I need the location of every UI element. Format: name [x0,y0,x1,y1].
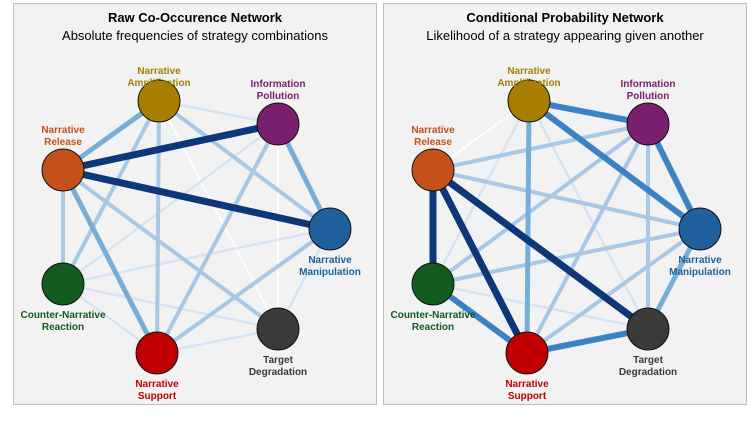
node-support [135,331,179,375]
panel-subtitle: Likelihood of a strategy appearing given… [426,28,704,43]
edge-manipulation-support [525,227,702,355]
node-manipulation [678,207,722,251]
edge-release-pollution [432,122,649,172]
panel-subtitle: Absolute frequencies of strategy combina… [62,28,328,43]
edge-release-manipulation [432,168,701,231]
edge-amplification-support [155,100,161,354]
node-counter [411,262,455,306]
panel-title: Conditional Probability Network [466,10,664,25]
raw-cooccurrence-panel: Raw Co-Occurence Network Absolute freque… [13,3,377,405]
edge-amplification-support [524,100,532,354]
edge-release-degradation [61,168,280,331]
edge-amplification-manipulation [527,98,702,232]
node-amplification [507,79,551,123]
conditional-probability-panel: Conditional Probability Network Likeliho… [383,3,747,405]
node-degradation [256,307,300,351]
edge-manipulation-support [155,227,332,355]
edge-release-support [429,168,531,355]
edge-counter-degradation [62,282,279,331]
edge-manipulation-counter [432,227,701,286]
edge-pollution-support [155,123,280,354]
edge-pollution-support [525,123,650,354]
edge-amplification-degradation [158,100,279,330]
edge-release-support [60,168,160,355]
node-release [41,148,85,192]
node-release [411,148,455,192]
node-amplification [137,79,181,123]
node-counter [41,262,85,306]
node-degradation [626,307,670,351]
edge-manipulation-counter [62,227,331,286]
edge-pollution-counter [62,122,279,286]
node-support [505,331,549,375]
node-pollution [626,102,670,146]
edge-amplification-counter [431,100,531,285]
edge-release-pollution [62,120,279,174]
edge-release-manipulation [62,166,331,233]
edge-amplification-manipulation [157,99,332,231]
edge-amplification-counter [61,100,161,285]
edge-release-degradation [430,167,651,332]
node-manipulation [308,207,352,251]
node-pollution [256,102,300,146]
edge-pollution-counter [431,122,650,286]
edge-counter-degradation [432,282,649,331]
panel-title: Raw Co-Occurence Network [107,10,283,25]
edge-amplification-degradation [527,100,650,330]
